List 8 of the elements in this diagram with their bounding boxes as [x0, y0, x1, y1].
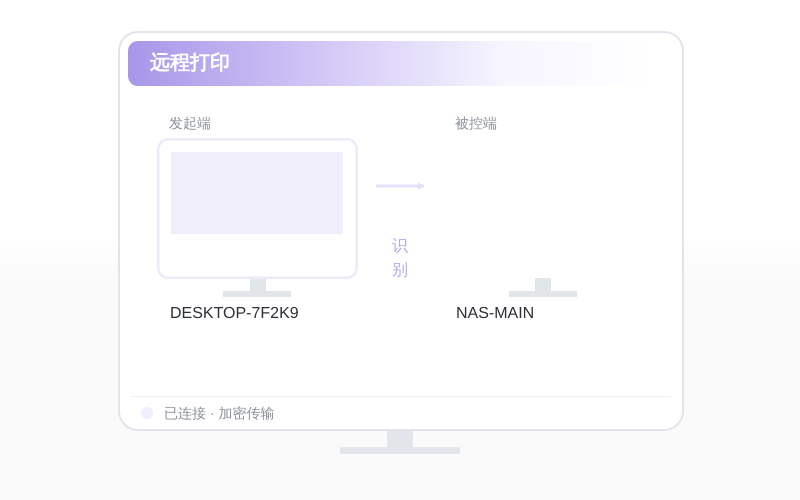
device-label: 发起端	[169, 114, 211, 132]
hostname: DESKTOP-7F2K9	[170, 304, 299, 324]
monitor-frame	[118, 31, 684, 431]
hostname: NAS-MAIN	[456, 304, 534, 324]
edge-label: 识别	[392, 237, 408, 281]
status-text: 已连接 · 加密传输	[164, 404, 274, 422]
device-label: 被控端	[455, 114, 497, 132]
arrow	[376, 181, 424, 191]
